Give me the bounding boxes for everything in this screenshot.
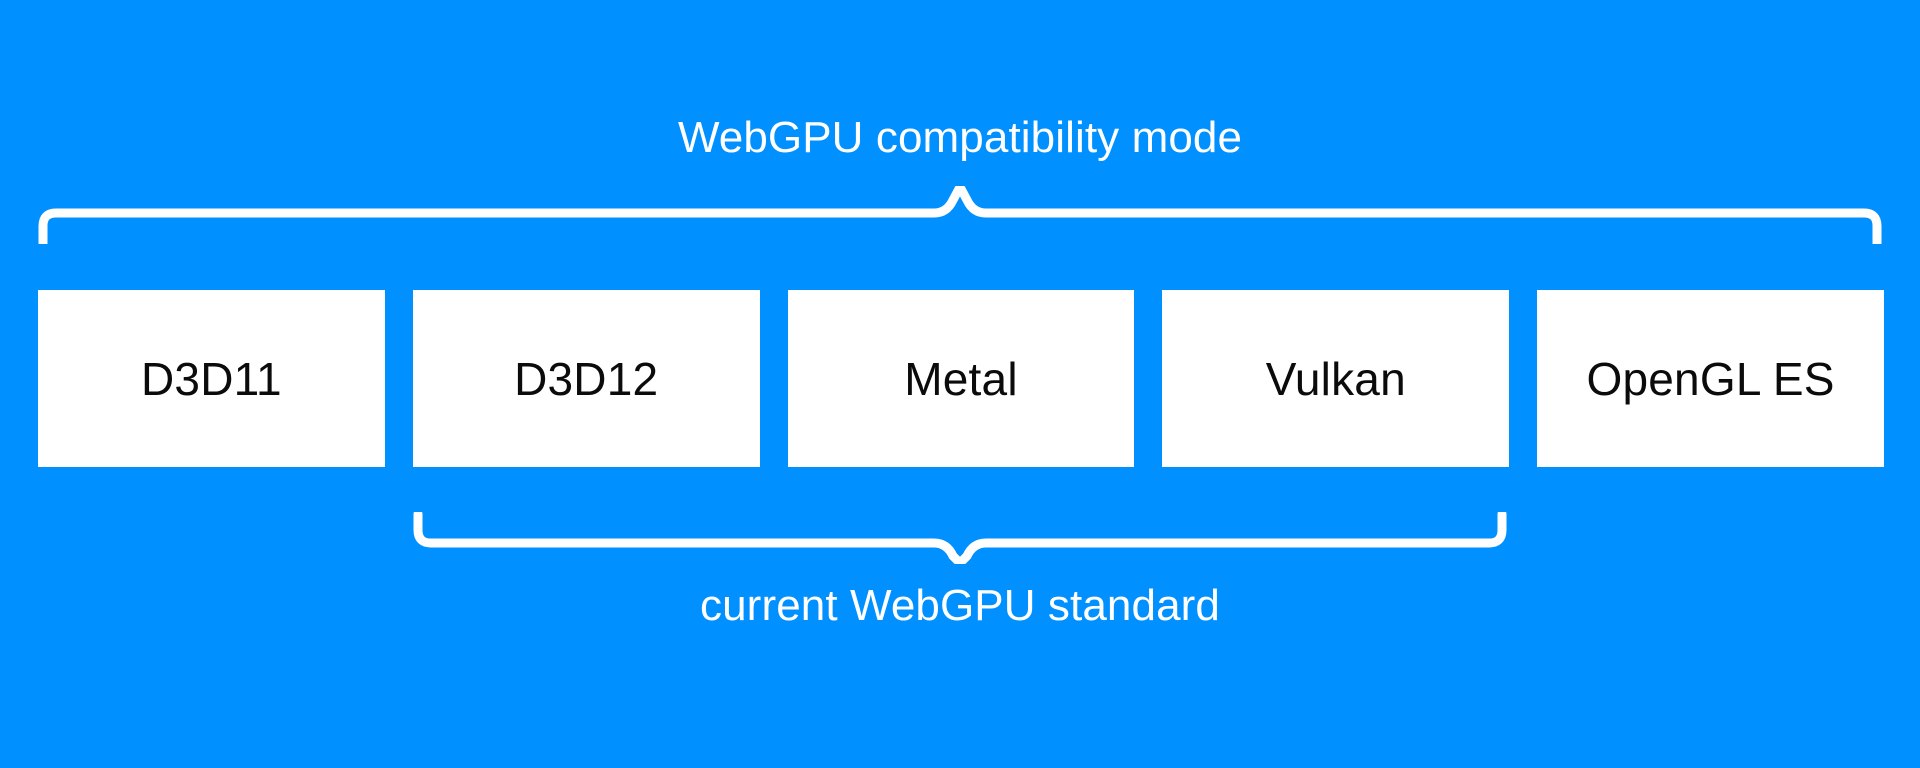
bottom-group-label: current WebGPU standard bbox=[700, 581, 1220, 630]
api-box-opengl-es[interactable]: OpenGL ES bbox=[1537, 290, 1884, 467]
api-box-row: D3D11 D3D12 Metal Vulkan OpenGL ES bbox=[38, 290, 1884, 467]
api-box-label: D3D11 bbox=[141, 352, 282, 405]
api-box-d3d11[interactable]: D3D11 bbox=[38, 290, 385, 467]
api-box-d3d12[interactable]: D3D12 bbox=[412, 290, 760, 467]
bottom-brace-icon bbox=[412, 509, 1508, 568]
api-box-vulkan[interactable]: Vulkan bbox=[1162, 290, 1510, 467]
top-group-label: WebGPU compatibility mode bbox=[677, 113, 1243, 162]
api-box-metal[interactable]: Metal bbox=[787, 290, 1135, 467]
top-brace-icon bbox=[36, 182, 1884, 248]
api-box-label: D3D12 bbox=[514, 352, 659, 405]
api-box-label: Metal bbox=[904, 352, 1018, 405]
api-box-label: Vulkan bbox=[1265, 352, 1406, 405]
api-box-label: OpenGL ES bbox=[1586, 352, 1835, 405]
